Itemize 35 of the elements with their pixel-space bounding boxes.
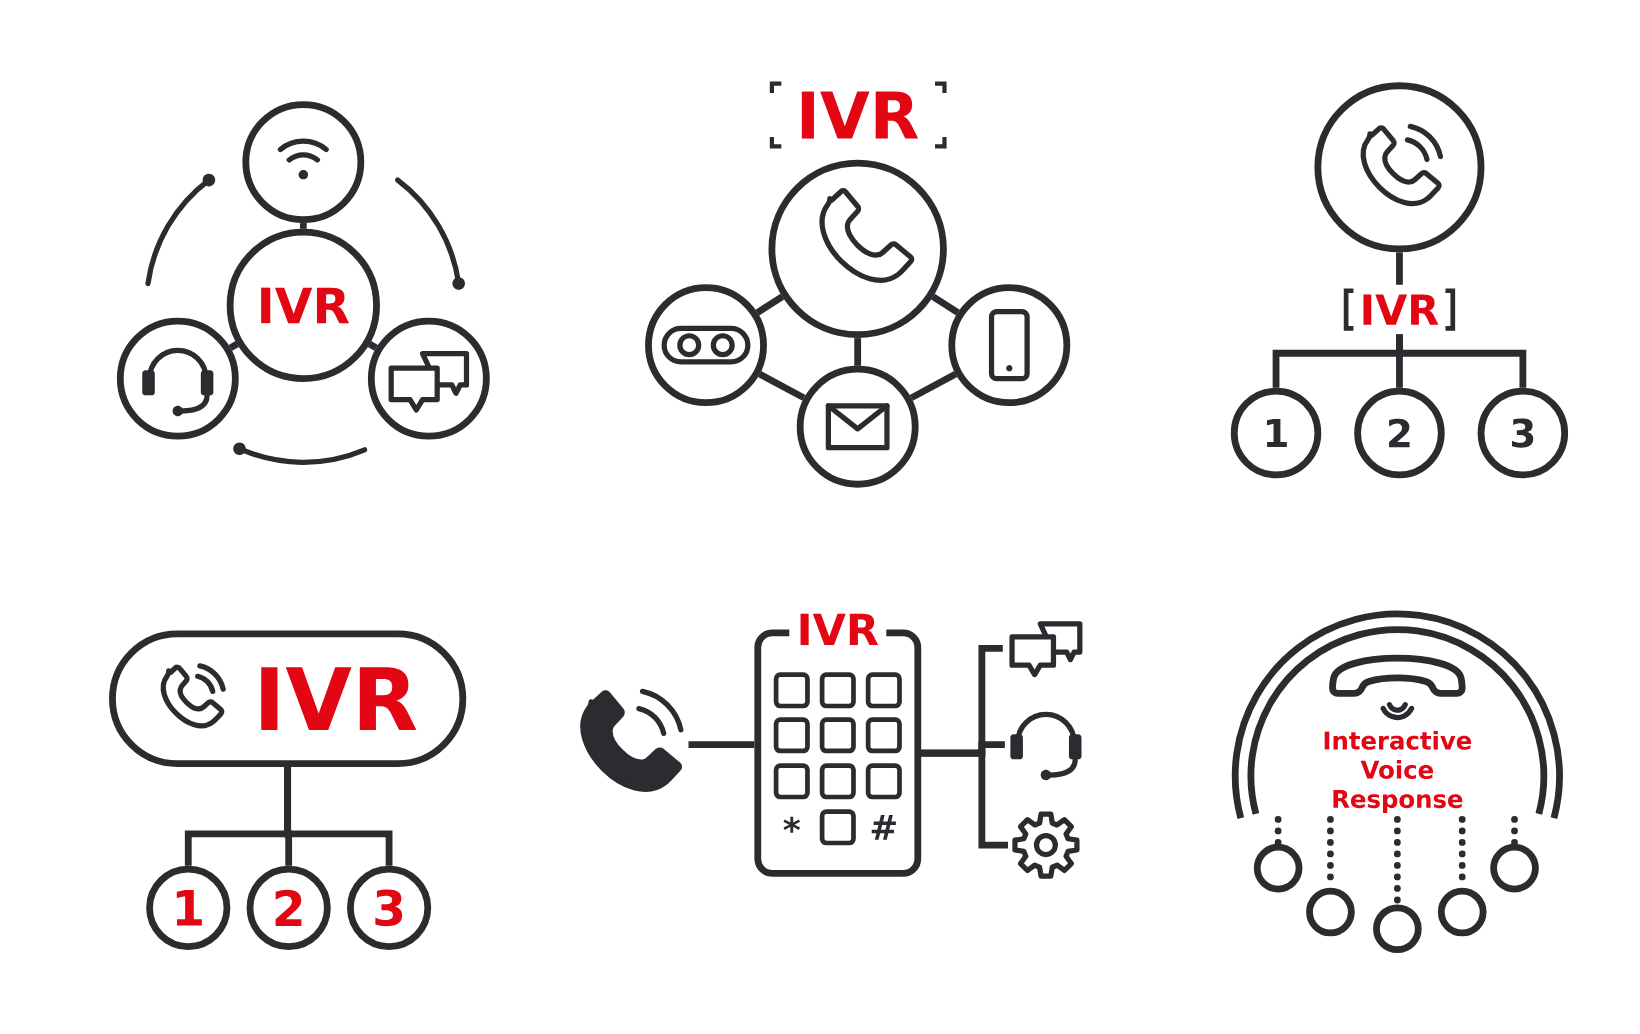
headset-icon [1010,711,1082,781]
bracketed-label: IVR [1343,288,1456,331]
connector-line [284,766,393,866]
connector-line [228,340,239,351]
connector-line [299,222,307,229]
connector-line [909,370,958,401]
icon-circle [116,317,239,440]
gear-icon [1012,811,1080,879]
bracketed-label: IVR [769,81,947,149]
icon-circle [1314,82,1485,253]
small-circle [1306,887,1355,937]
pill-box: IVR [109,630,467,767]
connector-line [755,293,785,316]
key-symbol: # [871,814,896,840]
icon-circle [645,284,767,406]
icon-circle [242,100,365,223]
icon-circle [796,365,919,488]
icon-circle [768,159,947,338]
icon-circle [948,284,1071,406]
chat-icon [1009,620,1083,678]
connector-line [1511,815,1518,847]
connector-line [688,741,755,748]
small-circle [1373,904,1422,953]
key-symbol: * [783,816,801,833]
connector-line [367,340,378,351]
small-circle [1490,843,1539,893]
connector-line [854,337,862,366]
connector-line [931,293,960,316]
telephone-icon [580,688,684,792]
icon-circle [367,317,490,440]
heading-text: Interactive Voice Response [1324,730,1472,813]
connector-line [758,370,806,401]
small-circle [1437,887,1487,937]
small-circle [1253,843,1303,893]
connector-line [1274,815,1282,847]
